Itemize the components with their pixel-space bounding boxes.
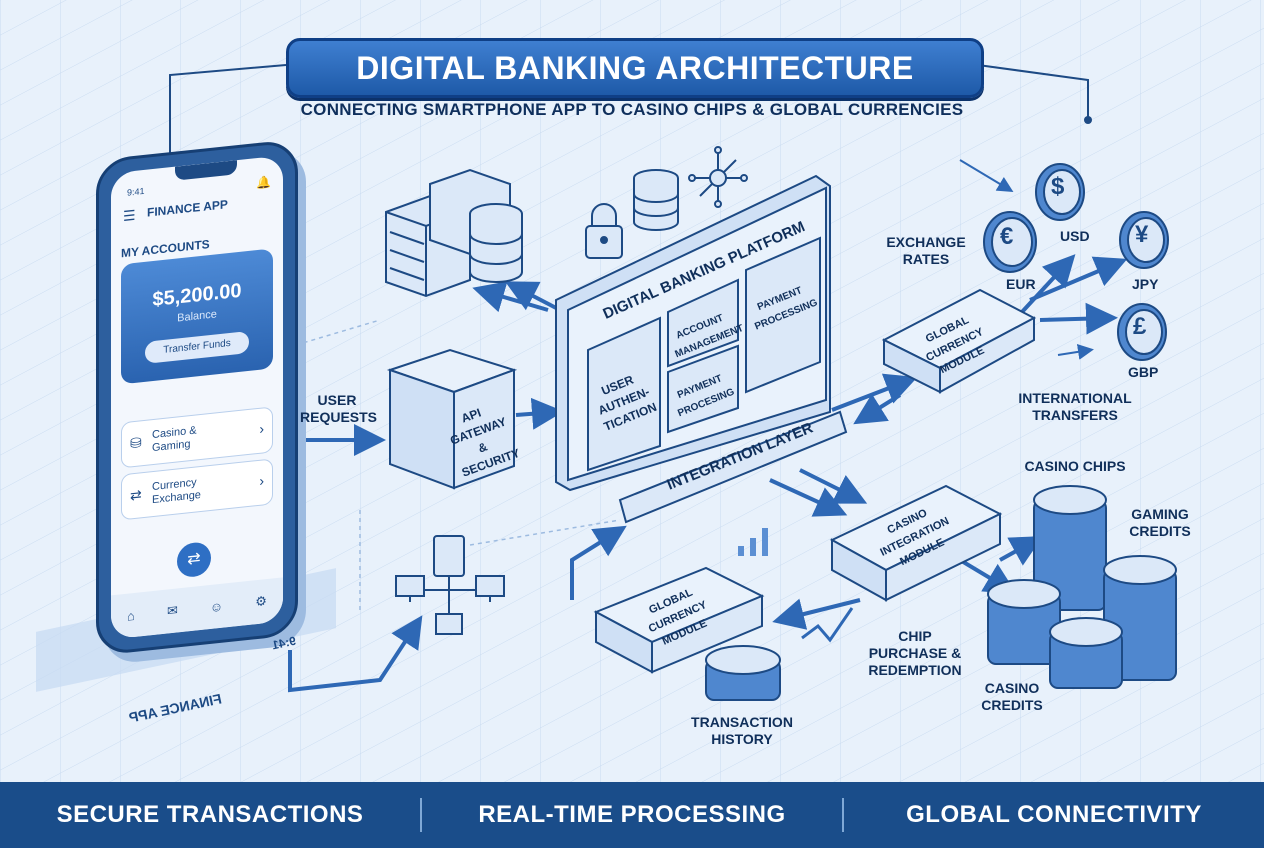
label-exchange-rates: EXCHANGE RATES	[886, 234, 966, 267]
euro-symbol-icon: €	[1000, 223, 1014, 250]
app-title: FINANCE APP	[147, 197, 228, 220]
account-card[interactable]: $5,200.00 Balance Transfer Funds	[121, 248, 273, 385]
title-banner: DIGITAL BANKING ARCHITECTURE	[286, 38, 984, 98]
settings-icon[interactable]: ⚙	[255, 593, 267, 610]
bottom-nav: ⌂ ✉ ☺ ⚙	[111, 577, 283, 640]
page-subtitle: CONNECTING SMARTPHONE APP TO CASINO CHIP…	[300, 100, 964, 119]
pound-symbol-icon: £	[1133, 313, 1147, 340]
label-usd: USD	[1060, 228, 1090, 244]
menu-item-label: Casino & Gaming	[152, 424, 197, 455]
phone-notch	[175, 160, 237, 181]
menu-item-currency[interactable]: ⇄ Currency Exchange ›	[121, 458, 273, 521]
dollar-symbol-icon: $	[1051, 173, 1065, 200]
footer-divider	[842, 798, 844, 832]
user-icon[interactable]: ☺	[209, 598, 224, 615]
label-user-requests: USER REQUESTS	[300, 392, 378, 425]
label-casino-chips: CASINO CHIPS	[1024, 458, 1126, 474]
label-international-transfers: INTERNATIONAL TRANSFERS	[1018, 390, 1132, 423]
bell-icon[interactable]: 🔔	[256, 174, 271, 191]
chevron-right-icon: ›	[259, 472, 264, 489]
home-icon[interactable]: ⌂	[127, 607, 135, 624]
chevron-right-icon: ›	[259, 420, 264, 437]
label-casino-credits: CASINO CREDITS	[981, 680, 1043, 713]
label-gaming-credits: GAMING CREDITS	[1129, 506, 1191, 539]
label-eur: EUR	[1006, 276, 1036, 292]
label-jpy: JPY	[1132, 276, 1159, 292]
footer-divider	[420, 798, 422, 832]
menu-item-casino[interactable]: ⛁ Casino & Gaming ›	[121, 406, 273, 469]
yen-symbol-icon: ¥	[1135, 221, 1149, 248]
mail-icon[interactable]: ✉	[166, 602, 178, 619]
chips-icon: ⛁	[130, 434, 142, 452]
smartphone: 9:41 🔔 ☰ FINANCE APP MY ACCOUNTS $5,200.…	[96, 138, 298, 657]
footer-bar: SECURE TRANSACTIONS REAL-TIME PROCESSING…	[0, 782, 1264, 848]
footer-item-realtime: REAL-TIME PROCESSING	[478, 801, 786, 828]
footer-item-global: GLOBAL CONNECTIVITY	[906, 801, 1202, 828]
phone-screen: 9:41 🔔 ☰ FINANCE APP MY ACCOUNTS $5,200.…	[111, 155, 283, 640]
exchange-icon: ⇄	[130, 486, 142, 504]
menu-item-label: Currency Exchange	[152, 476, 201, 507]
transfer-funds-button[interactable]: Transfer Funds	[145, 330, 249, 364]
label-chip-purchase: CHIP PURCHASE & REDEMPTION	[868, 628, 962, 678]
label-gbp: GBP	[1128, 364, 1159, 380]
status-time: 9:41	[127, 185, 145, 198]
footer-item-secure: SECURE TRANSACTIONS	[56, 801, 364, 828]
transfer-fab-button[interactable]: ⇄	[177, 540, 211, 579]
label-transaction-history: TRANSACTION HISTORY	[691, 714, 793, 747]
hamburger-icon[interactable]: ☰	[123, 206, 136, 225]
page-title: DIGITAL BANKING ARCHITECTURE	[356, 49, 914, 86]
